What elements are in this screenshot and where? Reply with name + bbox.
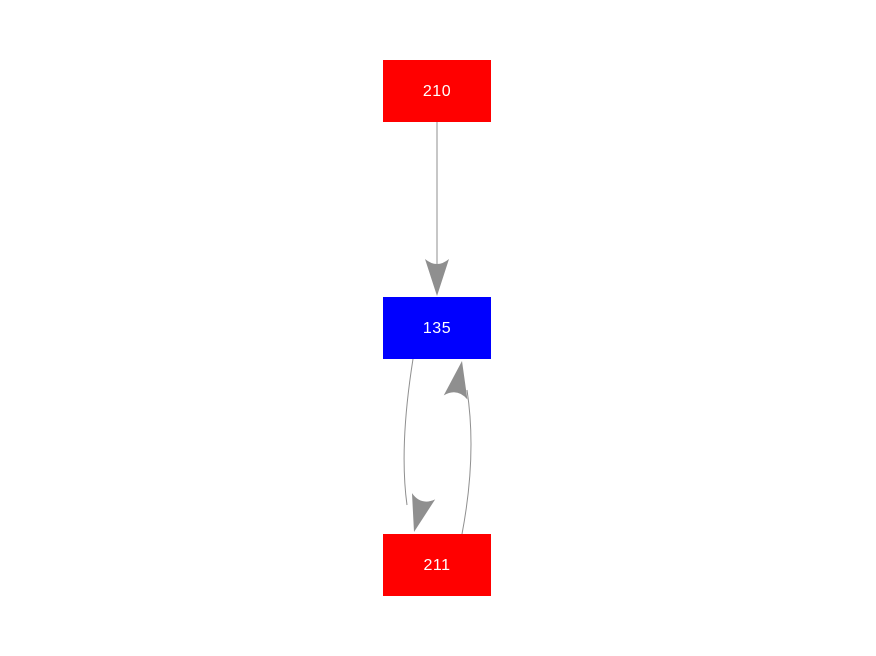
node-211-label: 211 bbox=[423, 557, 450, 574]
edge-211-135 bbox=[461, 389, 472, 535]
edge-135-211 bbox=[403, 358, 414, 506]
node-211[interactable]: 211 bbox=[383, 534, 491, 596]
node-211-rect[interactable] bbox=[383, 534, 491, 596]
node-135-rect[interactable] bbox=[383, 297, 491, 359]
node-135-label: 135 bbox=[423, 320, 451, 337]
arrowhead-210-135-icon bbox=[425, 259, 449, 296]
arrowhead-135-211-icon bbox=[411, 493, 436, 532]
node-210[interactable]: 210 bbox=[383, 60, 491, 122]
node-210-rect[interactable] bbox=[383, 60, 491, 122]
arrowhead-211-135-icon bbox=[443, 361, 468, 400]
node-135[interactable]: 135 bbox=[383, 297, 491, 359]
node-210-label: 210 bbox=[423, 83, 451, 100]
